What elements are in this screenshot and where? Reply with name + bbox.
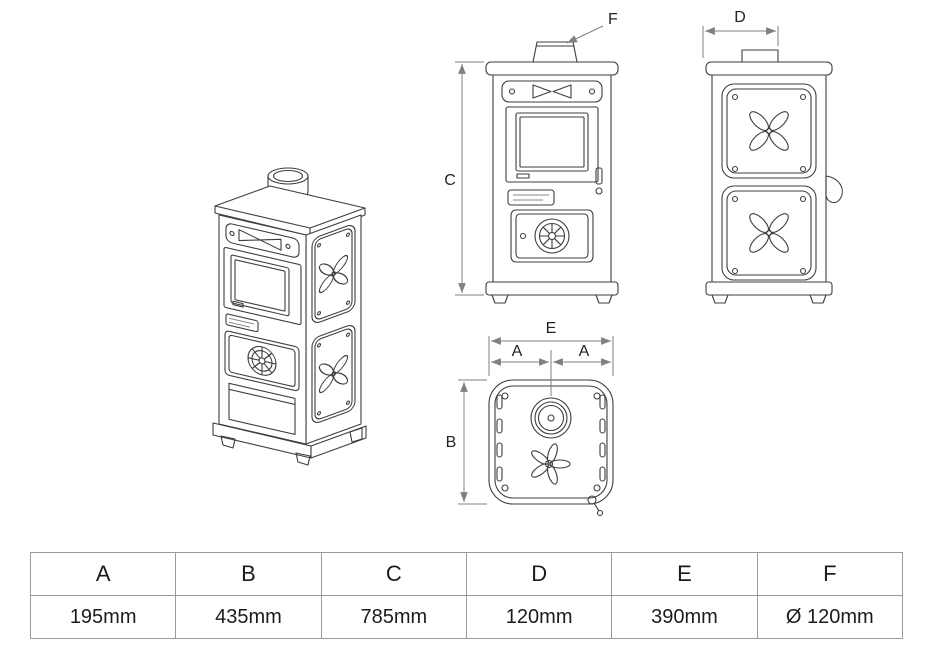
- top-view: [488, 379, 614, 517]
- value-cell-d: 120mm: [465, 595, 613, 639]
- top-cornice: [485, 61, 619, 76]
- vent-rosette: [534, 218, 570, 254]
- value-cell-f: Ø 120mm: [756, 595, 904, 639]
- nameplate: [225, 313, 259, 333]
- flue-opening: [530, 397, 572, 439]
- dimension-table: A B C D E F 195mm 435mm 785mm 120mm 390m…: [29, 552, 904, 639]
- top-cornice: [705, 61, 833, 76]
- ornament-band: [501, 80, 603, 103]
- door-window: [515, 112, 589, 172]
- dimension-label-f: F: [608, 11, 618, 28]
- door-handle: [825, 175, 843, 204]
- flue-pipe: [532, 41, 578, 63]
- header-cell-f: F: [756, 552, 904, 596]
- vent-slots-left: [496, 394, 503, 482]
- side-face: [305, 214, 362, 445]
- ash-door: [224, 330, 300, 392]
- nameplate: [507, 189, 555, 206]
- dimension-label-e: E: [546, 320, 557, 337]
- front-face: [218, 214, 307, 445]
- base-plinth: [485, 281, 619, 296]
- value-cell-a: 195mm: [29, 595, 177, 639]
- dimension-label-a-right: A: [579, 343, 590, 360]
- front-face-details: [223, 223, 302, 436]
- dimension-label-a-left: A: [512, 343, 523, 360]
- side-face-panels: [311, 224, 356, 424]
- door-window: [230, 254, 290, 317]
- dimension-b: [458, 379, 487, 505]
- ornament-band: [225, 223, 300, 258]
- value-cell-e: 390mm: [611, 595, 758, 639]
- dimension-a: [491, 350, 611, 396]
- value-cell-c: 785mm: [320, 595, 467, 639]
- damper-pull: [587, 495, 604, 517]
- vent-slots-right: [599, 394, 606, 482]
- header-cell-b: B: [175, 552, 322, 596]
- stove-drawings: C F: [212, 9, 843, 517]
- side-panel-upper: [721, 83, 817, 179]
- dimension-label-d: D: [734, 9, 746, 26]
- side-panel-lower: [721, 185, 817, 281]
- flue-stub: [741, 49, 779, 63]
- value-cell-b: 435mm: [175, 595, 322, 639]
- dimension-c: [455, 61, 484, 296]
- top-plate: [214, 185, 366, 237]
- front-view: [485, 41, 619, 304]
- dimension-label-b: B: [446, 434, 457, 451]
- header-cell-e: E: [611, 552, 758, 596]
- top-outline: [488, 379, 614, 505]
- door-latch: [595, 167, 603, 185]
- header-cell-c: C: [320, 552, 467, 596]
- log-store-opening: [228, 382, 296, 436]
- dimension-f: [566, 25, 604, 44]
- isometric-view: [212, 167, 367, 466]
- fire-door: [223, 246, 302, 326]
- dimension-label-c: C: [444, 172, 456, 189]
- base-plinth: [705, 281, 833, 296]
- header-cell-d: D: [465, 552, 613, 596]
- dimension-d: [702, 26, 779, 58]
- base-plinth: [212, 422, 367, 466]
- dimension-e: [488, 336, 614, 376]
- table-header-row: A B C D E F: [29, 552, 904, 596]
- side-view: [705, 49, 843, 304]
- windmill-motif: [531, 443, 571, 485]
- ash-door: [510, 209, 594, 263]
- fire-door: [505, 106, 599, 183]
- table-value-row: 195mm 435mm 785mm 120mm 390mm Ø 120mm: [29, 595, 904, 639]
- header-cell-a: A: [29, 552, 177, 596]
